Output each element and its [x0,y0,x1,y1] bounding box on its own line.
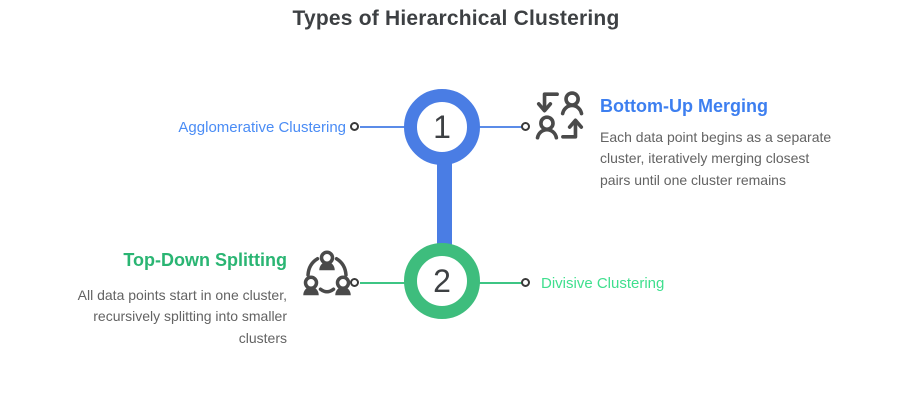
people-swap-icon [530,86,590,144]
node-1-right-connector-line [478,126,523,128]
node-1-circle: 1 [404,89,480,165]
node-1-right-endpoint-ring [521,122,530,131]
node-1-heading: Bottom-Up Merging [600,96,768,116]
node-2-right-endpoint-ring [521,278,530,287]
page-title: Types of Hierarchical Clustering [292,7,620,30]
node-1-description: Each data point begins as a separate clu… [600,129,832,188]
node-2-right-connector-line [478,282,523,284]
node-2-heading: Top-Down Splitting [123,250,287,270]
node-1-left-connector-line [360,126,406,128]
node-1-left-endpoint-ring [350,122,359,131]
node-1-side-label: Agglomerative Clustering [178,119,346,136]
node-2-circle: 2 [404,243,480,319]
node-2-number: 2 [433,262,451,299]
node-2-left-endpoint-ring [350,278,359,287]
timeline-connector-bar [437,160,452,248]
node-1-number: 1 [433,108,451,145]
node-2-side-label: Divisive Clustering [541,275,665,292]
node-2-left-connector-line [360,282,406,284]
node-2-description: All data points start in one cluster, re… [77,287,287,346]
people-group-icon [297,246,357,306]
